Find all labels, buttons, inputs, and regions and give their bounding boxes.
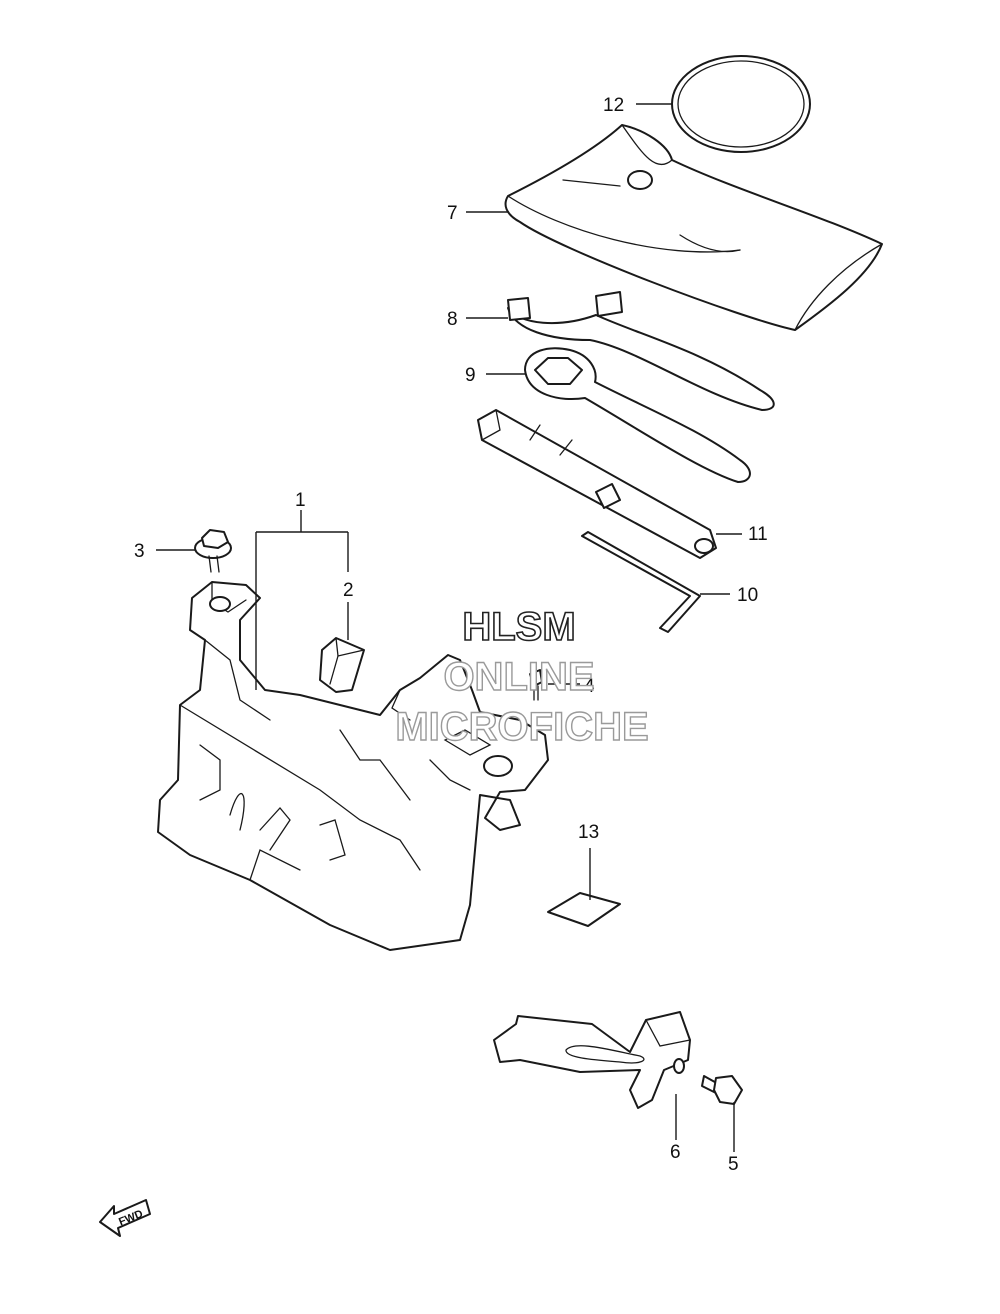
part-3-bolt bbox=[194, 529, 232, 573]
callout-4: 4 bbox=[584, 676, 595, 697]
callout-10: 10 bbox=[737, 585, 758, 606]
part-11-socket-rod bbox=[477, 409, 717, 559]
part-12-band bbox=[671, 55, 811, 153]
part-5-bolt bbox=[701, 1075, 743, 1105]
part-4-screw bbox=[529, 669, 543, 701]
watermark-line-2: ONLINE bbox=[443, 655, 594, 699]
part-13-pad bbox=[547, 892, 621, 927]
fwd-arrow-icon: FWD bbox=[99, 1199, 151, 1237]
part-2-rubber-block bbox=[319, 637, 365, 693]
part-7-tool-bag bbox=[504, 124, 883, 331]
callout-11: 11 bbox=[748, 524, 768, 545]
part-8-spanner bbox=[507, 291, 775, 411]
part-9-ring-wrench bbox=[524, 347, 751, 483]
part-6-bracket bbox=[493, 1011, 691, 1109]
callout-12: 12 bbox=[603, 95, 624, 116]
callout-5: 5 bbox=[728, 1154, 739, 1175]
part-10-hex-key bbox=[581, 531, 701, 633]
callout-13: 13 bbox=[578, 822, 599, 843]
callout-6: 6 bbox=[670, 1142, 681, 1163]
watermark: HLSM ONLINE MICROFICHE bbox=[395, 604, 650, 750]
callout-7: 7 bbox=[447, 203, 458, 224]
callout-8: 8 bbox=[447, 309, 458, 330]
callout-1: 1 bbox=[295, 490, 306, 511]
watermark-line-3: MICROFICHE bbox=[395, 705, 648, 749]
callout-2: 2 bbox=[343, 580, 354, 601]
callout-9: 9 bbox=[465, 365, 476, 386]
leader-lines bbox=[156, 103, 742, 1152]
callout-numbers: 12 7 8 9 11 10 1 3 2 4 13 6 5 bbox=[134, 95, 768, 1175]
callout-3: 3 bbox=[134, 541, 145, 562]
watermark-line-1: HLSM bbox=[462, 605, 575, 649]
part-1-tool-holder bbox=[157, 581, 549, 951]
